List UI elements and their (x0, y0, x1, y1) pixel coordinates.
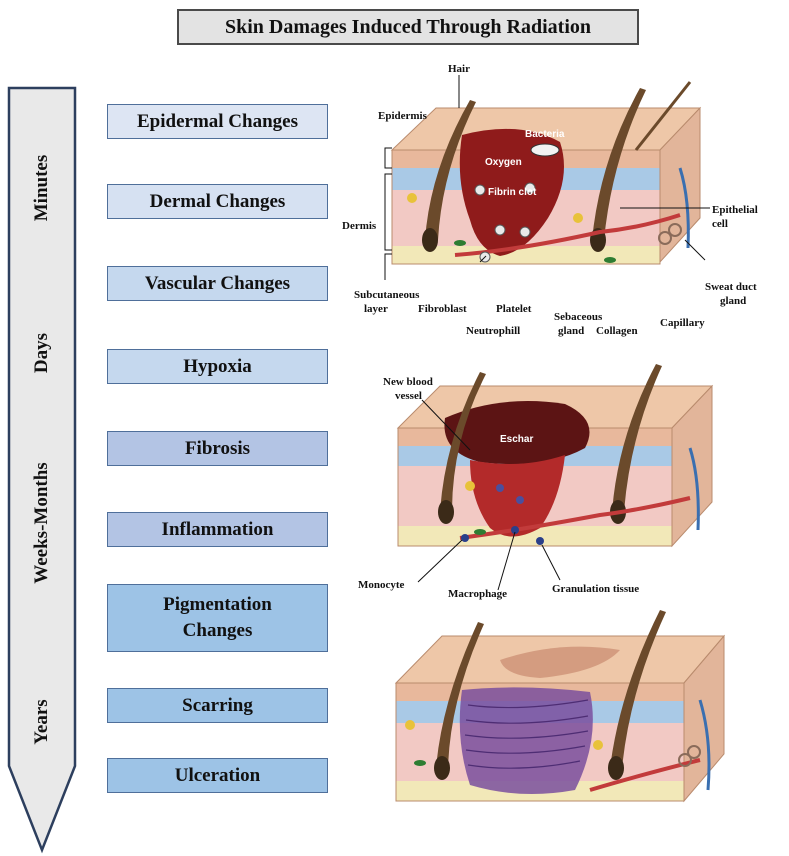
label-oxygen: Oxygen (485, 157, 522, 168)
label-eschar: Eschar (500, 434, 533, 445)
label-epidermis: Epidermis (378, 110, 428, 122)
label-monocyte: Monocyte (358, 579, 405, 591)
label-subcutaneous-2: layer (364, 303, 388, 315)
label-sebaceous-1: Sebaceous (554, 311, 603, 323)
label-bacteria: Bacteria (525, 129, 565, 140)
stage-ulceration: Ulceration (107, 758, 328, 793)
panel2-leaders (417, 399, 561, 591)
label-fibroblast: Fibroblast (418, 303, 467, 315)
timeline-arrow (7, 86, 77, 854)
label-fibrin-clot: Fibrin clot (488, 187, 537, 198)
label-capillary: Capillary (660, 317, 705, 329)
label-new-blood-vessel-2: vessel (395, 390, 422, 402)
label-granulation-tissue: Granulation tissue (552, 583, 639, 595)
label-platelet: Platelet (496, 303, 532, 315)
label-epithelial-1: Epithelial (712, 204, 758, 216)
stage-scarring: Scarring (107, 688, 328, 723)
panel1-brackets (384, 75, 710, 280)
label-neutrophil: Neutrophill (466, 325, 520, 337)
skin-block-wound (390, 81, 702, 265)
stage-fibrosis: Fibrosis (107, 431, 328, 466)
stage-epidermal-changes: Epidermal Changes (107, 104, 328, 139)
label-hair: Hair (448, 63, 470, 75)
label-sweat-duct-1: Sweat duct (705, 281, 757, 293)
label-collagen: Collagen (596, 325, 638, 337)
skin-block-eschar (396, 364, 714, 548)
label-macrophage: Macrophage (448, 588, 507, 600)
stage-vascular-changes: Vascular Changes (107, 266, 328, 301)
label-epithelial-2: cell (712, 218, 728, 230)
stage-inflammation: Inflammation (107, 512, 328, 547)
stage-pigmentation-changes: Pigmentation Changes (107, 584, 328, 652)
label-subcutaneous-1: Subcutaneous (354, 289, 420, 301)
stage-hypoxia: Hypoxia (107, 349, 328, 384)
label-new-blood-vessel-1: New blood (383, 376, 433, 388)
label-sebaceous-2: gland (558, 325, 584, 337)
skin-block-scar (394, 610, 726, 803)
figure-title: Skin Damages Induced Through Radiation (177, 9, 639, 45)
label-sweat-duct-2: gland (720, 295, 746, 307)
label-dermis: Dermis (342, 220, 377, 232)
stage-dermal-changes: Dermal Changes (107, 184, 328, 219)
